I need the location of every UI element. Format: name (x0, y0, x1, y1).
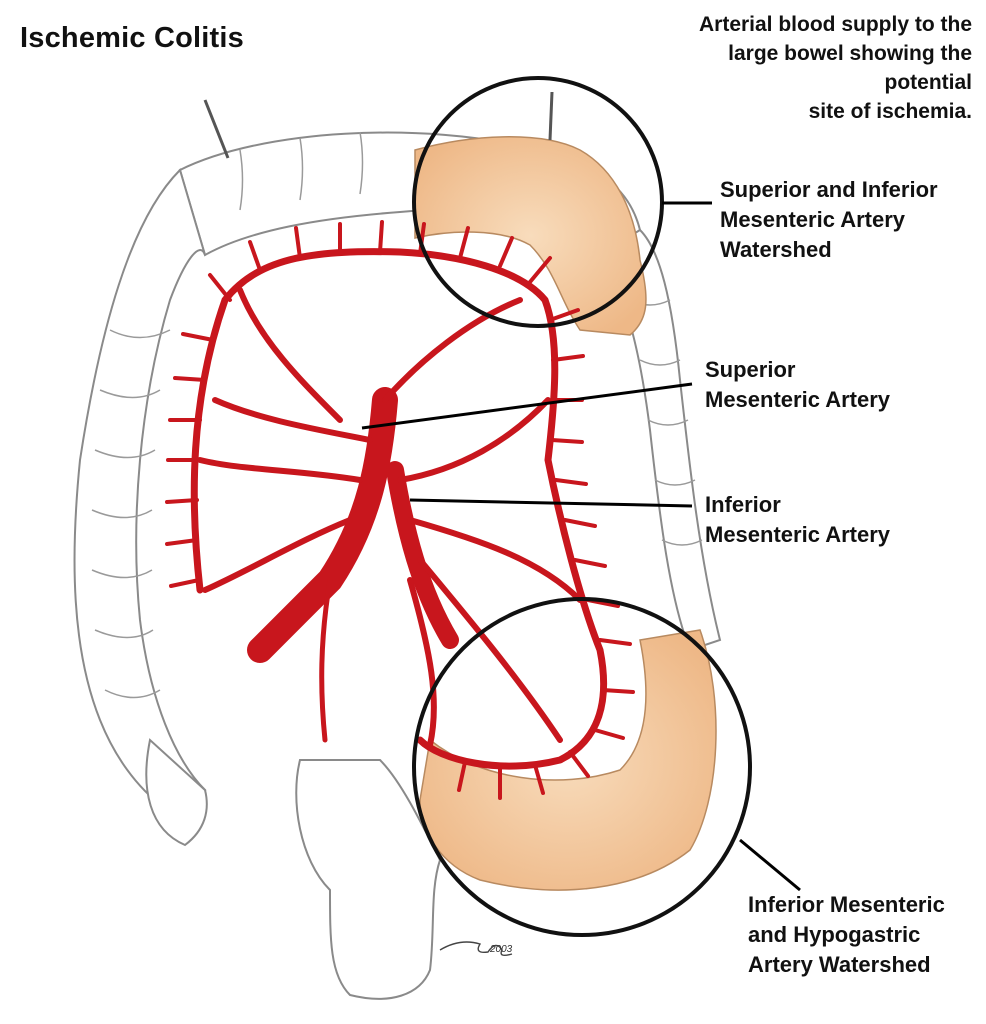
ima-trunk (386, 461, 459, 649)
label-upper-watershed: Superior and Inferior Mesenteric Artery … (720, 175, 938, 265)
label-line: Mesenteric Artery (705, 387, 891, 412)
label-line: Inferior (705, 492, 781, 517)
label-lower-watershed: Inferior Mesenteric and Hypogastric Arte… (748, 890, 945, 980)
label-line: Artery Watershed (748, 952, 931, 977)
sma-leader (361, 382, 693, 430)
caption-line: large bowel showing the (728, 42, 972, 65)
artist-signature (439, 941, 513, 957)
lower-watershed-circle (412, 597, 752, 937)
figure-caption: Arterial blood supply to the large bowel… (572, 10, 972, 126)
label-line: Superior (705, 357, 796, 382)
ischemic-segments (414, 136, 717, 891)
label-line: Inferior Mesenteric (748, 892, 945, 917)
page-title: Ischemic Colitis (20, 22, 244, 54)
label-line: Superior and Inferior (720, 177, 938, 202)
label-line: Mesenteric Artery (705, 522, 891, 547)
caption-line: Arterial blood supply to the (698, 13, 972, 36)
label-line: Watershed (720, 237, 832, 262)
label-ima: Inferior Mesenteric Artery (705, 490, 890, 550)
haustra (91, 131, 703, 699)
label-line: Mesenteric Artery (720, 207, 906, 232)
lower-watershed-leader (739, 838, 801, 892)
marginal-artery (190, 248, 608, 770)
splenic-flexure-ischemic (414, 136, 647, 336)
sigmoid-ischemic (419, 629, 717, 891)
caption-line: site of ischemia. (808, 100, 972, 123)
signature-year: 2003 (490, 944, 513, 955)
label-sma: Superior Mesenteric Artery (705, 355, 890, 415)
sma-trunk (247, 387, 398, 663)
leader-lines (361, 201, 801, 892)
arterial-supply (165, 220, 635, 800)
label-line: and Hypogastric (748, 922, 921, 947)
caption-line: potential (884, 71, 973, 94)
retractor-clamps (203, 91, 554, 159)
ima-leader (409, 498, 693, 508)
